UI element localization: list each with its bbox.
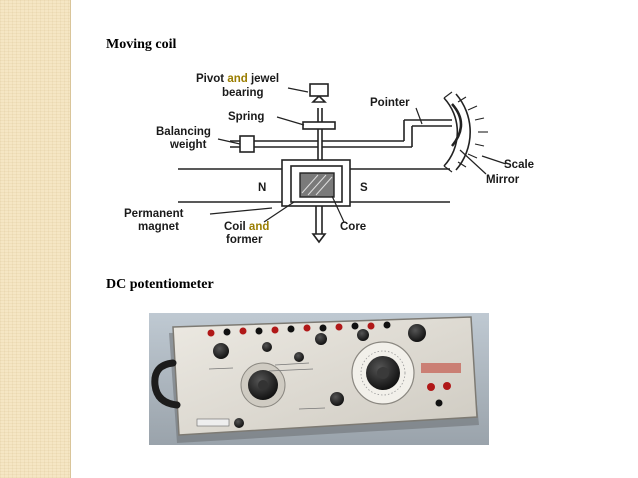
- terminal-row: [207, 321, 391, 337]
- section-title-moving-coil: Moving coil: [106, 37, 177, 52]
- label-pivot-jewel: Pivot and jewel: [196, 73, 279, 85]
- label-n-pole: N: [258, 182, 266, 194]
- label-balancing: Balancing: [156, 126, 211, 138]
- label-magnet: magnet: [138, 221, 179, 233]
- label-bearing: bearing: [222, 87, 264, 99]
- label-core: Core: [340, 221, 366, 233]
- spec-plate: [421, 363, 461, 373]
- balancing-weight: [239, 135, 255, 153]
- small-knob: [408, 324, 426, 342]
- scale: [443, 97, 459, 167]
- null-knob: [330, 392, 344, 406]
- label-scale: Scale: [504, 159, 534, 171]
- label-coil-and: Coil and: [224, 221, 269, 233]
- label-former: former: [226, 234, 263, 246]
- moving-coil-diagram: Pivot and jewel bearing Spring Pointer B…: [124, 73, 534, 246]
- carry-handle: [151, 359, 181, 409]
- small-knob: [294, 352, 304, 362]
- side-decor-strip: [0, 0, 71, 478]
- label-spring: Spring: [228, 111, 264, 123]
- small-knob: [234, 418, 244, 428]
- range-switch-knob: [213, 343, 229, 359]
- terminal: [435, 399, 443, 407]
- label-s-pole: S: [360, 182, 368, 194]
- small-knob: [357, 329, 369, 341]
- pointer-arm: [230, 119, 452, 148]
- section-title-dc-potentiometer: DC potentiometer: [106, 277, 214, 292]
- label-weight: weight: [169, 139, 207, 151]
- scale-ticks: [443, 91, 488, 173]
- label-pointer: Pointer: [370, 97, 410, 109]
- small-knob: [315, 333, 327, 345]
- label-mirror: Mirror: [486, 174, 520, 186]
- terminal: [427, 383, 435, 391]
- mirror: [451, 103, 463, 147]
- terminal: [443, 382, 451, 390]
- small-knob: [262, 342, 272, 352]
- jewel-bearing: [309, 83, 329, 97]
- spring: [302, 121, 336, 130]
- core: [299, 172, 335, 198]
- dc-potentiometer-photo: [149, 313, 489, 445]
- instrument-panel: [172, 316, 478, 436]
- spindle: [311, 94, 327, 244]
- name-plate: [196, 418, 230, 427]
- label-permanent: Permanent: [124, 208, 184, 220]
- permanent-magnet: [178, 168, 450, 203]
